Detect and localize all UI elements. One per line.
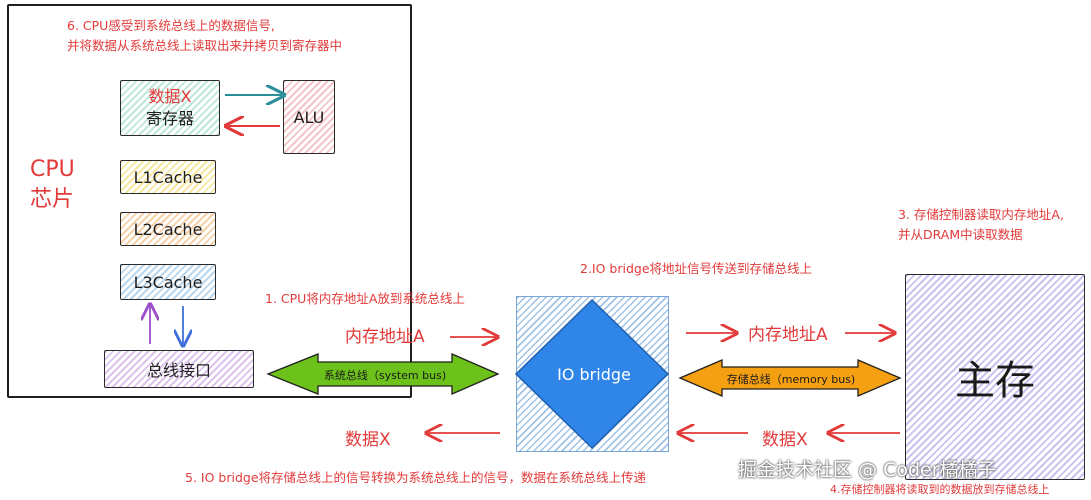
step2-note: 2.IO bridge将地址信号传送到存储总线上 — [580, 261, 813, 276]
main-memory-label: 主存 — [955, 358, 1035, 404]
step6-line2: 并将数据从系统总线上读取出来并拷贝到寄存器中 — [67, 38, 343, 53]
memory-bus-arrow — [678, 359, 902, 397]
bus-interface-box: 总线接口 — [104, 350, 254, 388]
io-bridge-diamond — [514, 298, 670, 450]
step6-note: 6. CPU感受到系统总线上的数据信号, 并将数据从系统总线上读取出来并拷贝到寄… — [67, 16, 407, 56]
main-memory-box: 主存 — [905, 274, 1085, 480]
l1-cache-label: L1Cache — [133, 167, 203, 187]
l2-cache-label: L2Cache — [133, 219, 203, 239]
memory-bus-address-label: 内存地址A — [748, 325, 828, 345]
register-data-label: 数据X — [148, 87, 192, 106]
cpu-label-line1: CPU — [30, 157, 75, 182]
alu-label: ALU — [293, 107, 325, 127]
register-box: 数据X 寄存器 — [120, 80, 220, 136]
l3-cache-label: L3Cache — [133, 272, 203, 292]
alu-box: ALU — [283, 80, 335, 154]
step6-line1: 6. CPU感受到系统总线上的数据信号, — [67, 18, 275, 33]
io-bridge-label: IO bridge — [557, 365, 631, 384]
cpu-label: CPU 芯片 — [30, 155, 75, 215]
register-label: 寄存器 — [145, 109, 194, 128]
step4-note: 4.存储控制器将读取到的数据放到存储总线上 — [830, 483, 1050, 496]
memory-bus-data-label: 数据X — [762, 430, 808, 450]
l2-cache-box: L2Cache — [120, 212, 216, 246]
cpu-chip-frame — [7, 4, 412, 398]
l1-cache-box: L1Cache — [120, 160, 216, 194]
cpu-label-line2: 芯片 — [30, 187, 75, 212]
system-bus-data-label: 数据X — [345, 430, 391, 450]
memory-bus-label: 存储总线（memory bus) — [727, 372, 855, 386]
step3-line1: 3. 存储控制器读取内存地址A, — [898, 207, 1064, 222]
bus-interface-label: 总线接口 — [146, 361, 211, 380]
l3-cache-box: L3Cache — [120, 264, 216, 300]
step3-line2: 并从DRAM中读取数据 — [898, 227, 1023, 242]
system-bus-label: 系统总线（system bus) — [324, 368, 446, 382]
step3-note: 3. 存储控制器读取内存地址A, 并从DRAM中读取数据 — [898, 205, 1064, 245]
system-bus-address-label: 内存地址A — [345, 327, 425, 347]
step1-note: 1. CPU将内存地址A放到系统总线上 — [265, 291, 465, 306]
step5-note: 5. IO bridge将存储总线上的信号转换为系统总线上的信号，数据在系统总线… — [185, 470, 647, 485]
system-bus-arrow — [266, 353, 500, 395]
watermark: 掘金技术社区 @ Coder橘橘子 — [738, 459, 997, 481]
